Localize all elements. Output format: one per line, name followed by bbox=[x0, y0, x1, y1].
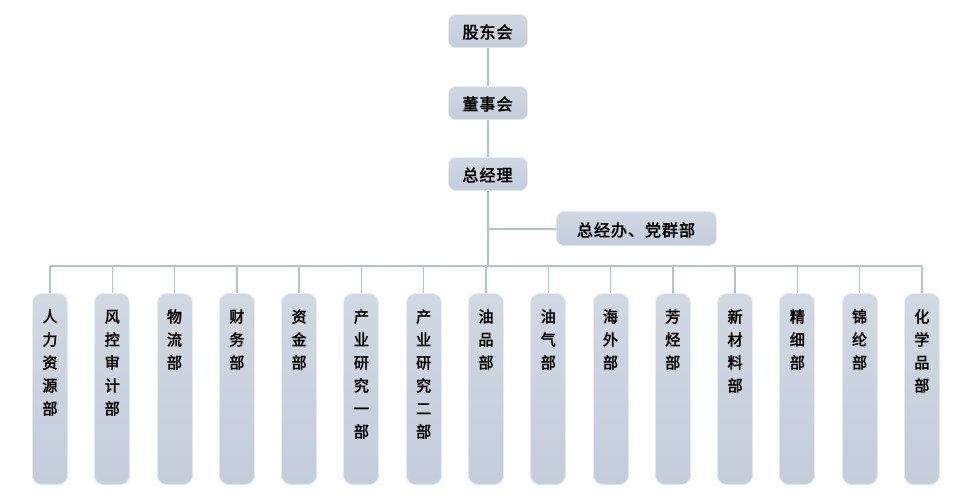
connector-department-rail bbox=[50, 265, 922, 267]
dept-node-industry-research-2: 产业研究二部 bbox=[405, 266, 442, 485]
dept-label: 产业研究一部 bbox=[353, 309, 369, 441]
dept-node-oil-gas: 油气部 bbox=[530, 266, 567, 485]
dept-node-industry-research-1: 产业研究一部 bbox=[343, 266, 380, 485]
dept-label: 精细部 bbox=[789, 309, 805, 372]
dept-label: 物流部 bbox=[167, 309, 183, 372]
dept-label: 财务部 bbox=[229, 309, 245, 372]
dept-node-logistics: 物流部 bbox=[156, 266, 193, 485]
connector-gm-office-branch bbox=[488, 228, 556, 230]
org-node-general-manager-label: 总经理 bbox=[462, 168, 514, 185]
org-node-board: 董事会 bbox=[448, 86, 528, 120]
dept-label: 产业研究二部 bbox=[416, 309, 432, 441]
dept-node-oil-products: 油品部 bbox=[467, 266, 504, 485]
dept-node-chemicals: 化学品部 bbox=[903, 266, 940, 485]
department-row: 人力资源部 风控审计部 物流部 财务部 资金部 产业研究一部 产业研究二部 油品… bbox=[32, 266, 940, 485]
dept-node-treasury: 资金部 bbox=[281, 266, 318, 485]
dept-label: 芳烃部 bbox=[665, 309, 681, 372]
connector-gm-trunk bbox=[487, 191, 489, 266]
dept-node-risk-audit: 风控审计部 bbox=[94, 266, 131, 485]
dept-label: 油品部 bbox=[478, 309, 494, 372]
dept-label: 油气部 bbox=[540, 309, 556, 372]
dept-node-finance: 财务部 bbox=[218, 266, 255, 485]
dept-node-aromatics: 芳烃部 bbox=[654, 266, 691, 485]
dept-node-overseas: 海外部 bbox=[592, 266, 629, 485]
org-node-gm-office-label: 总经办、党群部 bbox=[576, 222, 696, 240]
org-node-gm-office: 总经办、党群部 bbox=[556, 211, 717, 246]
dept-node-new-materials: 新材料部 bbox=[717, 266, 754, 485]
org-node-general-manager: 总经理 bbox=[448, 157, 528, 191]
connector-board-gm bbox=[487, 120, 489, 157]
dept-label: 人力资源部 bbox=[42, 309, 58, 418]
dept-label: 海外部 bbox=[603, 309, 619, 372]
dept-label: 锦纶部 bbox=[852, 309, 868, 372]
dept-label: 资金部 bbox=[291, 309, 307, 372]
org-node-shareholders-label: 股东会 bbox=[462, 25, 514, 42]
dept-label: 风控审计部 bbox=[104, 309, 120, 418]
dept-node-fine-chemicals: 精细部 bbox=[779, 266, 816, 485]
org-node-board-label: 董事会 bbox=[462, 97, 514, 114]
dept-node-polyamide: 锦纶部 bbox=[841, 266, 878, 485]
connector-shareholders-board bbox=[487, 48, 489, 86]
dept-node-hr: 人力资源部 bbox=[32, 266, 68, 485]
dept-label: 化学品部 bbox=[914, 309, 930, 395]
dept-label: 新材料部 bbox=[727, 309, 743, 395]
org-node-shareholders: 股东会 bbox=[448, 14, 528, 48]
